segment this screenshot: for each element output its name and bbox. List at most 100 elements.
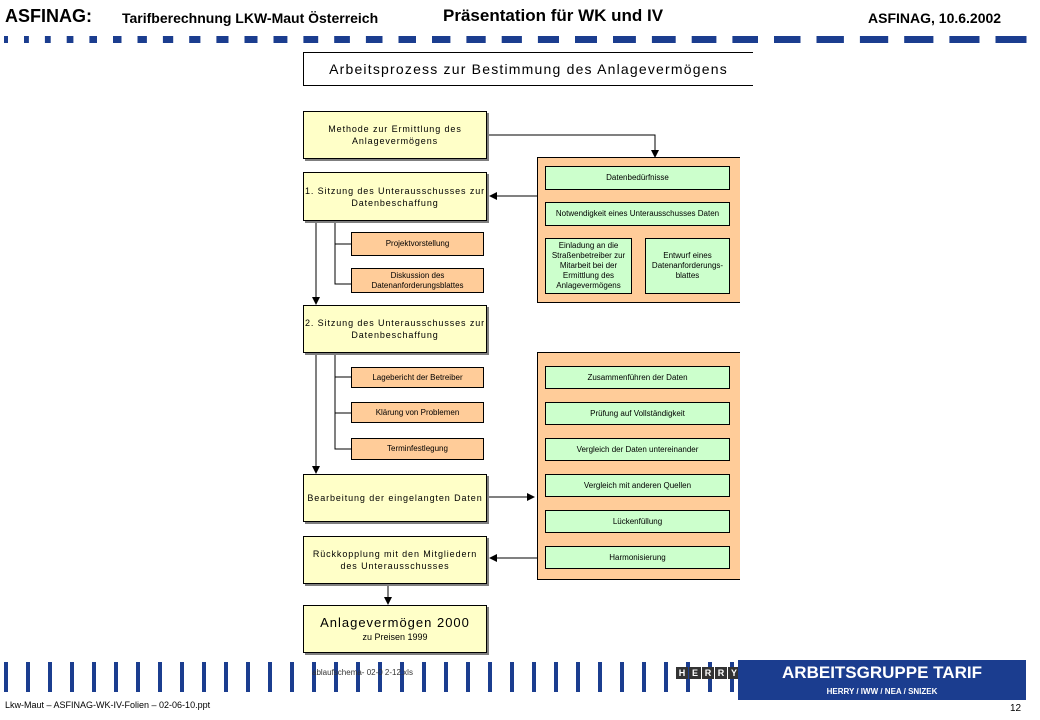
footer-dash xyxy=(356,662,360,692)
task-zusammenfuehren: Zusammenführen der Daten xyxy=(545,366,730,389)
header-dash xyxy=(137,36,147,43)
footer-dash xyxy=(598,662,602,692)
task-pruefung: Prüfung auf Vollständigkeit xyxy=(545,402,730,425)
logo-letter: R xyxy=(702,667,714,679)
header-dash xyxy=(303,36,319,43)
step-rueckkopplung: Rückkopplung mit den Mitgliedern des Unt… xyxy=(303,536,487,584)
logo-letter: Y xyxy=(728,667,740,679)
header-dash xyxy=(89,36,97,43)
header-date: ASFINAG, 10.6.2002 xyxy=(868,10,1002,26)
task-lueckenfuellung: Lückenfüllung xyxy=(545,510,730,533)
diagram-title: Arbeitsprozess zur Bestimmung des Anlage… xyxy=(303,52,753,86)
footer-dash xyxy=(686,662,690,692)
header-dash xyxy=(24,36,29,43)
footer-dash xyxy=(554,662,558,692)
footer-dash xyxy=(26,662,30,692)
header-dash xyxy=(398,36,416,43)
header-dash xyxy=(66,36,74,43)
header-dash xyxy=(273,36,288,43)
footer-dash xyxy=(268,662,272,692)
item-klaerung: Klärung von Problemen xyxy=(351,402,484,423)
footer-dash xyxy=(378,662,382,692)
task-vergleich-daten: Vergleich der Daten untereinander xyxy=(545,438,730,461)
header-dash xyxy=(732,36,758,43)
result-subtitle: zu Preisen 1999 xyxy=(362,632,428,642)
task-datenbeduerfnisse: Datenbedürfnisse xyxy=(545,166,730,190)
item-diskussion: Diskussion des Datenanforderungsblattes xyxy=(351,268,484,293)
logo-letter: H xyxy=(676,667,688,679)
header-dash xyxy=(4,36,8,43)
item-projektvorstellung: Projektvorstellung xyxy=(351,232,484,256)
logo-letter: R xyxy=(715,667,727,679)
header-dash xyxy=(466,36,486,43)
source-note: ablaufschema- 02-0 2-12.xls xyxy=(312,668,413,677)
footer-dash xyxy=(400,662,404,692)
footer-dash xyxy=(422,662,426,692)
header-dash xyxy=(365,36,383,43)
header-dash xyxy=(575,36,597,43)
header-dash xyxy=(613,36,636,43)
header-dash xyxy=(189,36,201,43)
footer-dash xyxy=(70,662,74,692)
panel-datenbearbeitung xyxy=(537,352,740,580)
step-bearbeitung: Bearbeitung der eingelangten Daten xyxy=(303,474,487,522)
item-terminfestlegung: Terminfestlegung xyxy=(351,438,484,460)
footer-dash xyxy=(136,662,140,692)
footer-dash xyxy=(532,662,536,692)
group-box: ARBEITSGRUPPE TARIF HERRY / IWW / NEA / … xyxy=(738,660,1026,700)
step-methode: Methode zur Ermittlung des Anlagevermöge… xyxy=(303,111,487,159)
presentation-title: Präsentation für WK und IV xyxy=(443,6,664,25)
footer-dash xyxy=(444,662,448,692)
footer-dash xyxy=(466,662,470,692)
footer-dash xyxy=(158,662,162,692)
footer-dash xyxy=(620,662,624,692)
result-title: Anlagevermögen 2000 xyxy=(320,615,470,630)
group-members: HERRY / IWW / NEA / SNIZEK xyxy=(826,687,938,696)
task-vergleich-quellen: Vergleich mit anderen Quellen xyxy=(545,474,730,497)
header-dash xyxy=(995,36,1027,43)
footer-dash xyxy=(92,662,96,692)
step-session-1: 1. Sitzung des Unterausschusses zur Date… xyxy=(303,172,487,221)
task-entwurf: Entwurf eines Datenanforderungs-blattes xyxy=(645,238,730,294)
header-dash xyxy=(216,36,229,43)
step-session-2: 2. Sitzung des Unterausschusses zur Date… xyxy=(303,305,487,353)
task-einladung: Einladung an die Straßenbetreiber zur Mi… xyxy=(545,238,632,294)
footer-dash xyxy=(642,662,646,692)
footer-dash xyxy=(290,662,294,692)
header-dash xyxy=(949,36,980,43)
footer-dash xyxy=(114,662,118,692)
task-harmonisierung: Harmonisierung xyxy=(545,546,730,569)
header-dash xyxy=(501,36,522,43)
header-dash-bar xyxy=(0,34,1040,46)
footer-dash xyxy=(664,662,668,692)
footer-dash xyxy=(334,662,338,692)
footer-dash xyxy=(4,662,8,692)
header-dash xyxy=(651,36,676,43)
footer-dash xyxy=(48,662,52,692)
task-notwendigkeit: Notwendigkeit eines Unterausschusses Dat… xyxy=(545,202,730,226)
footer-dash xyxy=(224,662,228,692)
header-dash xyxy=(244,36,258,43)
group-title: ARBEITSGRUPPE TARIF xyxy=(782,663,982,682)
footer-dash xyxy=(180,662,184,692)
header-dash xyxy=(774,36,801,43)
footer-dash xyxy=(246,662,250,692)
header-dash xyxy=(691,36,717,43)
header-dash xyxy=(113,36,122,43)
page-number: 12 xyxy=(1010,703,1022,714)
result-anlagevermoegen: Anlagevermögen 2000 zu Preisen 1999 xyxy=(303,605,487,653)
header-dash xyxy=(537,36,559,43)
header-dash xyxy=(44,36,51,43)
footer-dash xyxy=(202,662,206,692)
herry-logo: H E R R Y xyxy=(676,667,741,679)
header-dash xyxy=(432,36,451,43)
footer-dash xyxy=(312,662,316,692)
brand-title: ASFINAG: xyxy=(5,6,92,26)
footer-dash xyxy=(576,662,580,692)
footer-dash xyxy=(488,662,492,692)
footer-dash xyxy=(510,662,514,692)
item-lagebericht: Lagebericht der Betreiber xyxy=(351,367,484,388)
logo-letter: E xyxy=(689,667,701,679)
header-dash xyxy=(162,36,174,43)
